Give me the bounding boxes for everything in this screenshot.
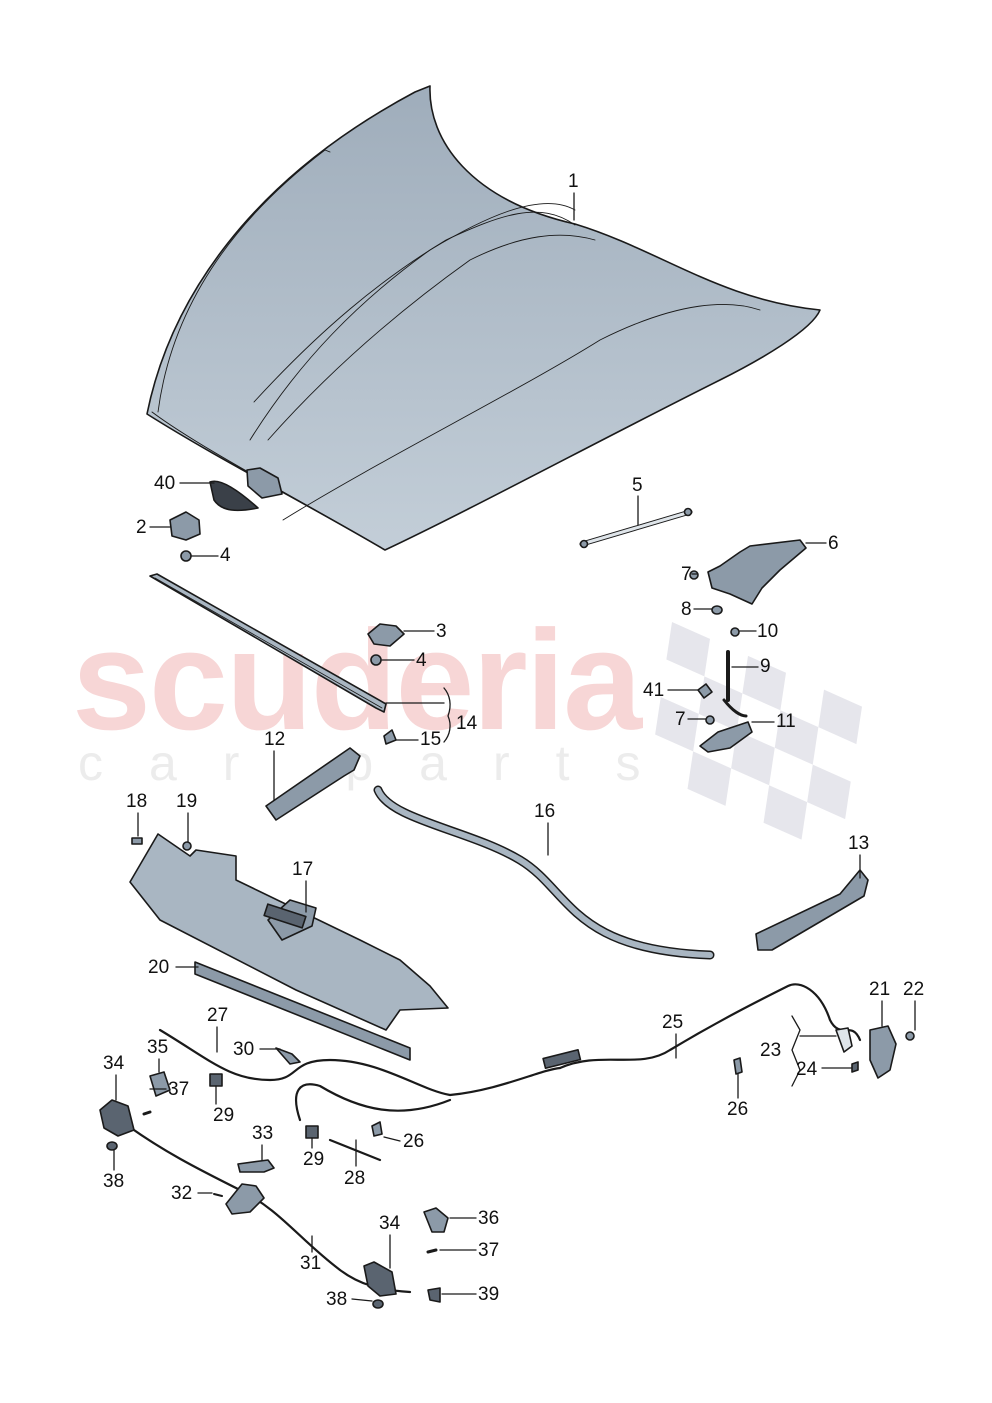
watermark-car-parts: car parts <box>78 735 687 791</box>
callout-c29a: 29 <box>213 1105 235 1126</box>
callout-c32: 32 <box>171 1183 193 1204</box>
callout-c2: 2 <box>136 517 147 538</box>
callout-c6: 6 <box>828 533 839 554</box>
callout-c24: 24 <box>796 1059 818 1080</box>
callout-c15: 15 <box>420 729 442 750</box>
callout-c21: 21 <box>869 979 891 1000</box>
callout-c9: 9 <box>760 656 771 677</box>
callout-c31: 31 <box>300 1253 322 1274</box>
callout-c11: 11 <box>776 711 796 732</box>
callout-c35: 35 <box>147 1037 169 1058</box>
callout-c41: 41 <box>643 680 665 701</box>
callout-c36: 36 <box>478 1208 500 1229</box>
callout-c16: 16 <box>534 801 556 822</box>
callout-c23: 23 <box>760 1040 782 1061</box>
callout-c7b: 7 <box>675 709 686 730</box>
release-cables <box>118 983 862 1294</box>
callout-c27: 27 <box>207 1005 229 1026</box>
callout-c7a: 7 <box>681 564 692 585</box>
callout-c14: 14 <box>456 713 478 734</box>
callout-c18: 18 <box>126 791 148 812</box>
callout-c29b: 29 <box>303 1149 325 1170</box>
callout-c5: 5 <box>632 475 643 496</box>
callout-c17: 17 <box>292 859 314 880</box>
part-1-hood <box>146 85 821 551</box>
part-17-trim-panel <box>129 833 449 1031</box>
part-5-gas-strut <box>579 507 693 549</box>
callout-c13: 13 <box>848 833 870 854</box>
callout-c37b: 37 <box>478 1240 500 1261</box>
callout-c38a: 38 <box>103 1171 125 1192</box>
callout-c37a: 37 <box>168 1079 190 1100</box>
callout-c34b: 34 <box>379 1213 401 1234</box>
callout-c40: 40 <box>154 473 176 494</box>
callout-c10: 10 <box>757 621 779 642</box>
callout-c22: 22 <box>903 979 925 1000</box>
callout-c25: 25 <box>662 1012 684 1033</box>
callout-c3: 3 <box>436 621 447 642</box>
callout-c4a: 4 <box>220 545 231 566</box>
callout-c33: 33 <box>252 1123 274 1144</box>
callout-c20: 20 <box>148 957 170 978</box>
callout-c8: 8 <box>681 599 692 620</box>
callout-c26b: 26 <box>727 1099 749 1120</box>
callout-c39: 39 <box>478 1284 500 1305</box>
callout-c12: 12 <box>264 729 286 750</box>
callout-c1: 1 <box>568 171 579 192</box>
callout-c4b: 4 <box>416 650 427 671</box>
callout-c30: 30 <box>233 1039 255 1060</box>
callout-c19: 19 <box>176 791 198 812</box>
watermark-scuderia: scuderia <box>72 601 642 760</box>
callout-c26a: 26 <box>403 1131 425 1152</box>
callout-c28: 28 <box>344 1168 366 1189</box>
callout-c34a: 34 <box>103 1053 125 1074</box>
callout-c38c: 38 <box>326 1289 348 1310</box>
leader-lines <box>113 192 916 1302</box>
